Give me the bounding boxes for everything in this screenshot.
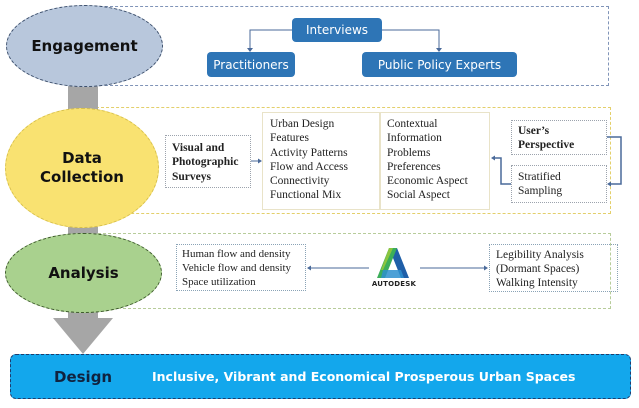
survey-item: Functional Mix <box>270 189 342 202</box>
stage-analysis-label: Analysis <box>48 263 119 282</box>
stage-data-collection-label-line2: Collection <box>40 168 124 186</box>
stage-data-collection: Data Collection <box>5 108 159 228</box>
design-description: Inclusive, Vibrant and Economical Prospe… <box>152 369 576 384</box>
users-box-line: User’s <box>518 125 550 137</box>
stage-analysis: Analysis <box>5 233 162 313</box>
autodesk-logo-icon <box>377 248 409 278</box>
design-label: Design <box>54 367 113 386</box>
sampling-box-line: Sampling <box>518 185 563 198</box>
analysis-right-item: Walking Intensity <box>496 277 578 289</box>
survey-items-box: Urban Design Features Activity Patterns … <box>262 112 380 210</box>
survey-item: Flow and Access <box>270 160 348 173</box>
analysis-right-item: Legibility Analysis <box>496 249 584 261</box>
arrowhead-legibility <box>484 265 488 271</box>
analysis-right-item: (Dormant Spaces) <box>496 263 580 275</box>
analysis-left-box: Human flow and density Vehicle flow and … <box>176 244 306 291</box>
design-stage-bar: Design Inclusive, Vibrant and Economical… <box>10 354 631 399</box>
analysis-left-item: Human flow and density <box>182 248 291 260</box>
interviews-label: Interviews <box>305 23 369 37</box>
flow-arrow-head <box>53 318 113 354</box>
connector-users-sampling <box>607 136 622 185</box>
interviews-box: Interviews <box>292 18 382 42</box>
stage-engagement-label: Engagement <box>31 36 138 55</box>
analysis-left-item: Vehicle flow and density <box>182 262 292 274</box>
context-items-box: Contextual Information Problems Preferen… <box>380 112 490 210</box>
survey-box-line: Visual and <box>172 142 225 154</box>
survey-item: Features <box>270 132 309 145</box>
survey-item: Urban Design <box>270 118 335 130</box>
survey-item: Activity Patterns <box>270 146 348 159</box>
connector-interviews-public <box>382 29 440 50</box>
autodesk-label: AUTODESK <box>371 280 417 288</box>
users-box-line: Perspective <box>518 139 575 152</box>
stage-data-collection-label-line1: Data <box>62 149 102 168</box>
practitioners-box: Practitioners <box>207 52 295 77</box>
context-item: Economic Aspect <box>387 175 468 188</box>
arrowhead-sampling <box>607 181 611 187</box>
context-item: Information <box>387 132 442 145</box>
context-item: Contextual <box>387 118 438 130</box>
arrowhead-practitioners <box>247 48 253 52</box>
analysis-right-box: Legibility Analysis (Dormant Spaces) Wal… <box>489 244 618 292</box>
survey-item: Connectivity <box>270 175 330 188</box>
stratified-sampling-box: Stratified Sampling <box>511 165 607 203</box>
arrowhead-urban <box>258 158 262 164</box>
analysis-left-item: Space utilization <box>182 276 256 288</box>
public-policy-experts-label: Public Policy Experts <box>377 57 502 72</box>
connector-sampling-context <box>494 157 511 185</box>
visual-photographic-surveys-box: Visual and Photographic Surveys <box>165 135 251 188</box>
survey-box-line: Photographic <box>172 156 239 169</box>
practitioners-label: Practitioners <box>213 57 289 72</box>
arrowhead-public <box>436 48 442 52</box>
stage-engagement: Engagement <box>6 5 163 87</box>
connector-interviews-practitioners <box>249 29 292 50</box>
sampling-box-line: Stratified <box>518 171 561 183</box>
context-item: Social Aspect <box>387 189 450 202</box>
users-perspective-box: User’s Perspective <box>511 120 607 155</box>
context-item: Problems <box>387 146 431 159</box>
survey-box-line: Surveys <box>172 170 211 183</box>
public-policy-experts-box: Public Policy Experts <box>362 52 517 77</box>
arrowhead-human <box>307 265 311 271</box>
arrowhead-context <box>491 155 495 161</box>
context-item: Preferences <box>387 160 441 173</box>
